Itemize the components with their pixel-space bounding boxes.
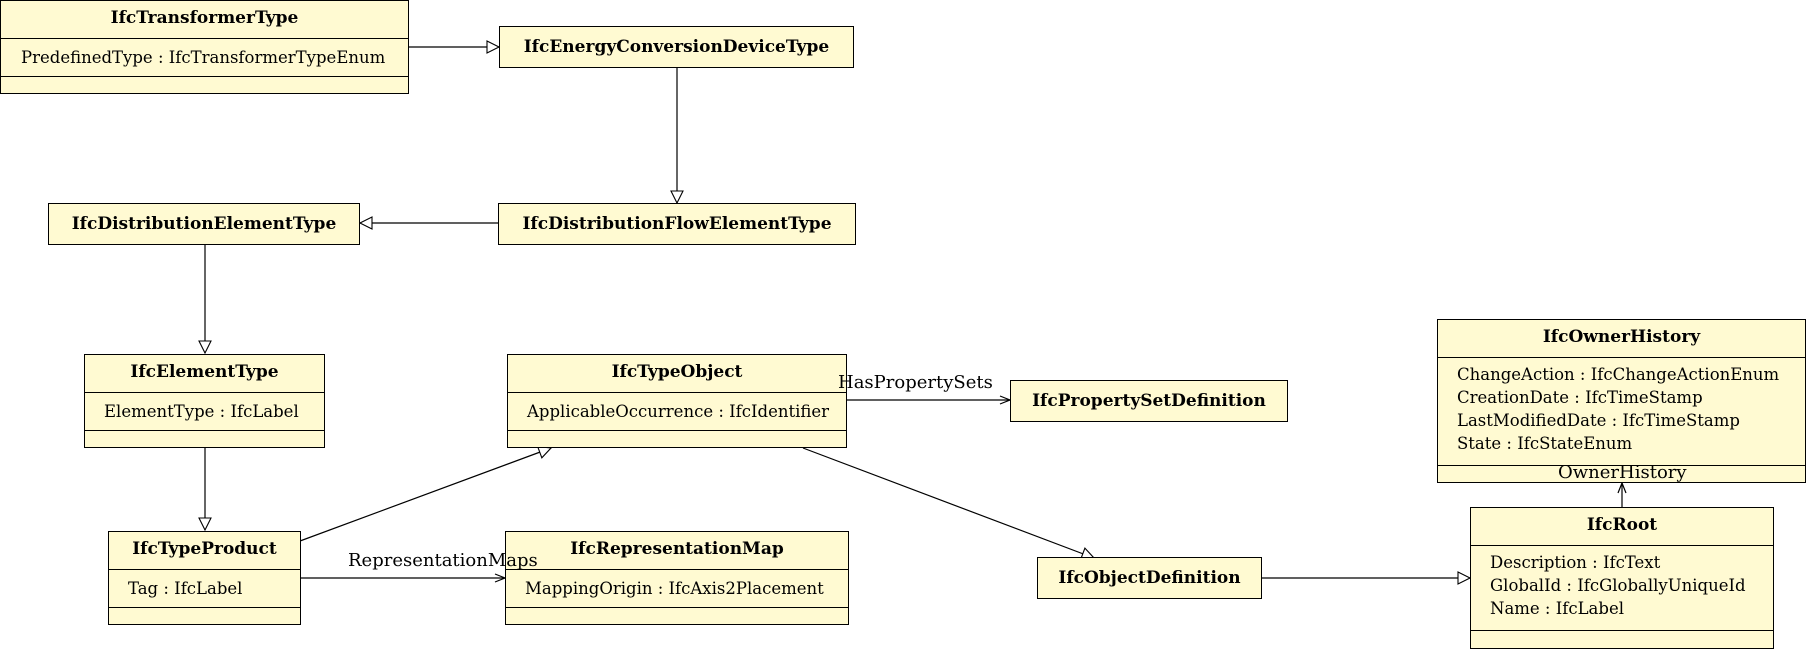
attribute: State : IfcStateEnum <box>1457 434 1633 453</box>
class-ifc-root: IfcRoot Description : IfcText GlobalId :… <box>1470 507 1774 649</box>
attribute-compartment: ApplicableOccurrence : IfcIdentifier <box>508 392 846 430</box>
class-ifc-distribution-flow-element-type: IfcDistributionFlowElementType <box>498 203 856 245</box>
class-name: IfcRepresentationMap <box>570 539 784 559</box>
generalization-type-object-to-object-definition <box>802 447 1094 558</box>
attribute-compartment: MappingOrigin : IfcAxis2Placement <box>506 569 848 607</box>
operation-compartment <box>109 607 300 624</box>
attribute: Name : IfcLabel <box>1490 599 1624 618</box>
class-name: IfcTypeProduct <box>132 539 277 559</box>
attribute: LastModifiedDate : IfcTimeStamp <box>1457 411 1740 430</box>
class-ifc-type-object: IfcTypeObject ApplicableOccurrence : Ifc… <box>507 354 847 448</box>
class-ifc-distribution-element-type: IfcDistributionElementType <box>48 203 360 245</box>
operation-compartment <box>1 76 408 93</box>
attribute: ElementType : IfcLabel <box>104 402 299 421</box>
class-name: IfcOwnerHistory <box>1542 327 1701 347</box>
attribute-compartment: ElementType : IfcLabel <box>85 392 324 430</box>
class-ifc-element-type: IfcElementType ElementType : IfcLabel <box>84 354 325 448</box>
attribute: MappingOrigin : IfcAxis2Placement <box>525 579 824 598</box>
operation-compartment <box>85 430 324 447</box>
class-ifc-energy-conversion-device-type: IfcEnergyConversionDeviceType <box>499 26 854 68</box>
class-ifc-object-definition: IfcObjectDefinition <box>1037 557 1262 599</box>
attribute-compartment: Description : IfcText GlobalId : IfcGlob… <box>1471 545 1773 630</box>
attribute: Tag : IfcLabel <box>128 579 243 598</box>
attribute-compartment: ChangeAction : IfcChangeActionEnum Creat… <box>1438 357 1805 465</box>
class-ifc-owner-history: IfcOwnerHistory ChangeAction : IfcChange… <box>1437 319 1806 483</box>
class-ifc-property-set-definition: IfcPropertySetDefinition <box>1010 380 1288 422</box>
attribute: ChangeAction : IfcChangeActionEnum <box>1457 365 1780 384</box>
generalization-type-product-to-type-object <box>299 448 551 542</box>
class-ifc-transformer-type: IfcTransformerType PredefinedType : IfcT… <box>0 0 409 94</box>
class-name: IfcEnergyConversionDeviceType <box>523 37 830 57</box>
class-name: IfcDistributionElementType <box>71 214 337 234</box>
operation-compartment <box>506 607 848 624</box>
class-ifc-type-product: IfcTypeProduct Tag : IfcLabel <box>108 531 301 625</box>
class-ifc-representation-map: IfcRepresentationMap MappingOrigin : Ifc… <box>505 531 849 625</box>
operation-compartment <box>508 430 846 447</box>
attribute: Description : IfcText <box>1490 553 1661 572</box>
association-label-owner-history: OwnerHistory <box>1558 462 1687 483</box>
association-label-representation-maps: RepresentationMaps <box>348 550 538 571</box>
operation-compartment <box>1471 630 1773 648</box>
association-label-has-property-sets: HasPropertySets <box>838 372 993 393</box>
class-name: IfcRoot <box>1586 515 1658 535</box>
attribute: GlobalId : IfcGloballyUniqueId <box>1490 576 1746 595</box>
attribute: PredefinedType : IfcTransformerTypeEnum <box>21 48 386 67</box>
class-name: IfcTypeObject <box>611 362 743 382</box>
class-name: IfcElementType <box>130 362 279 382</box>
class-name: IfcPropertySetDefinition <box>1032 391 1266 411</box>
operation-compartment <box>1438 465 1805 482</box>
class-name: IfcObjectDefinition <box>1058 568 1241 588</box>
attribute-compartment: Tag : IfcLabel <box>109 569 300 607</box>
class-name: IfcDistributionFlowElementType <box>522 214 832 234</box>
class-name: IfcTransformerType <box>110 8 299 28</box>
attribute: CreationDate : IfcTimeStamp <box>1457 388 1703 407</box>
attribute: ApplicableOccurrence : IfcIdentifier <box>527 402 830 421</box>
attribute-compartment: PredefinedType : IfcTransformerTypeEnum <box>1 38 408 76</box>
